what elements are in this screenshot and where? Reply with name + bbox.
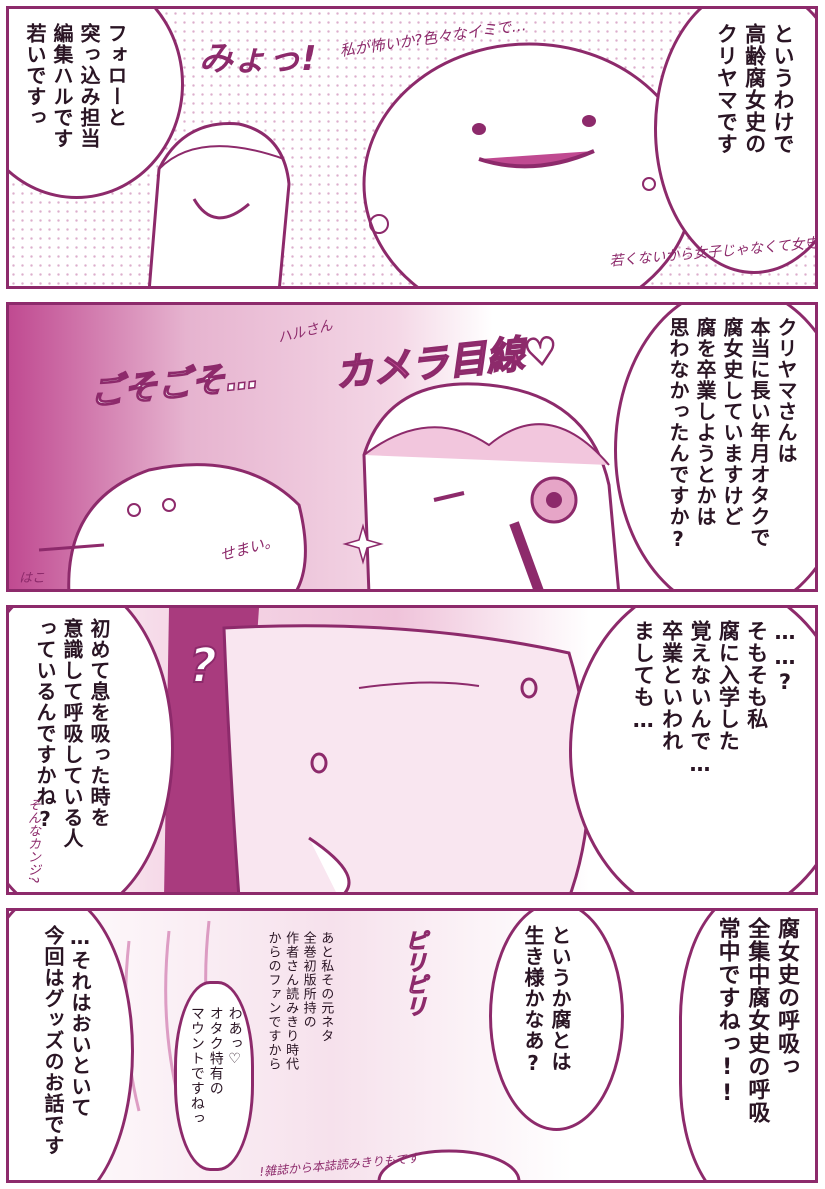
- sfx-question: ?: [188, 637, 218, 695]
- speech-haru-text: クリヤマさんは本当に長い年月オタクで腐女史していますけど腐を卒業しようとかは思わ…: [666, 317, 798, 552]
- speech-bubble-left: [9, 608, 174, 892]
- panel-2: クリヤマさんは本当に長い年月オタクで腐女史していますけど腐を卒業しようとかは思わ…: [6, 302, 818, 592]
- handwritten-corner: はこ: [19, 571, 46, 586]
- handwritten-small: そんなカンジ?: [25, 798, 40, 883]
- haru-character: [342, 382, 620, 589]
- closeup-face: [164, 608, 591, 892]
- speech-mid-text: というか腐とは生き様かなあ?: [521, 925, 572, 1076]
- speech-haru-text: わあっ♡オタク特有のマウントですねっ: [188, 1006, 243, 1126]
- panel-4: 腐女史の呼吸っ全集中腐女史の呼吸常中ですねっ!! というか腐とは生き様かなあ? …: [6, 908, 818, 1183]
- speech-shout-text: 腐女史の呼吸っ全集中腐女史の呼吸常中ですねっ!!: [714, 917, 799, 1124]
- sfx-piripiri: ピリピリ: [401, 929, 427, 1018]
- blob-character: [38, 463, 307, 589]
- speech-haru-text: フォローと突っ込み担当編集ハルです若いですっ: [23, 23, 128, 149]
- speech-left-text: 初めて息を吸った時を意識して呼吸している人っているんですかね?: [33, 618, 111, 849]
- note-fan-text: あと私その元ネタ全巻初版所持の作者さん読みきり時代からのファンですから: [265, 931, 334, 1071]
- speech-kuriyama-text: というわけで高齢腐女史のクリヤマです: [714, 23, 795, 155]
- speech-bubble-kuriyama: [569, 608, 815, 892]
- speech-bubble-left: [9, 911, 134, 1180]
- speech-bubble-kuriyama-shout: [679, 911, 815, 1180]
- speech-left-text: …それはおいといて今回はグッズのお話です: [41, 925, 92, 1156]
- haru-character: [147, 122, 291, 286]
- sfx-myo: みょっ!: [199, 39, 317, 79]
- panel-3: ……?そもそも私腐に入学した覚えないんで…卒業といわれましても… 初めて息を吸っ…: [6, 605, 818, 895]
- speech-bubble-mid: [489, 911, 624, 1131]
- speech-bubble-haru: [174, 981, 254, 1171]
- speech-bubble-haru: [614, 305, 815, 589]
- panel-1: というわけで高齢腐女史のクリヤマです フォローと突っ込み担当編集ハルです若いです…: [6, 6, 818, 289]
- speech-kuriyama-text: ……?そもそも私腐に入学した覚えないんで…卒業といわれましても…: [631, 620, 797, 777]
